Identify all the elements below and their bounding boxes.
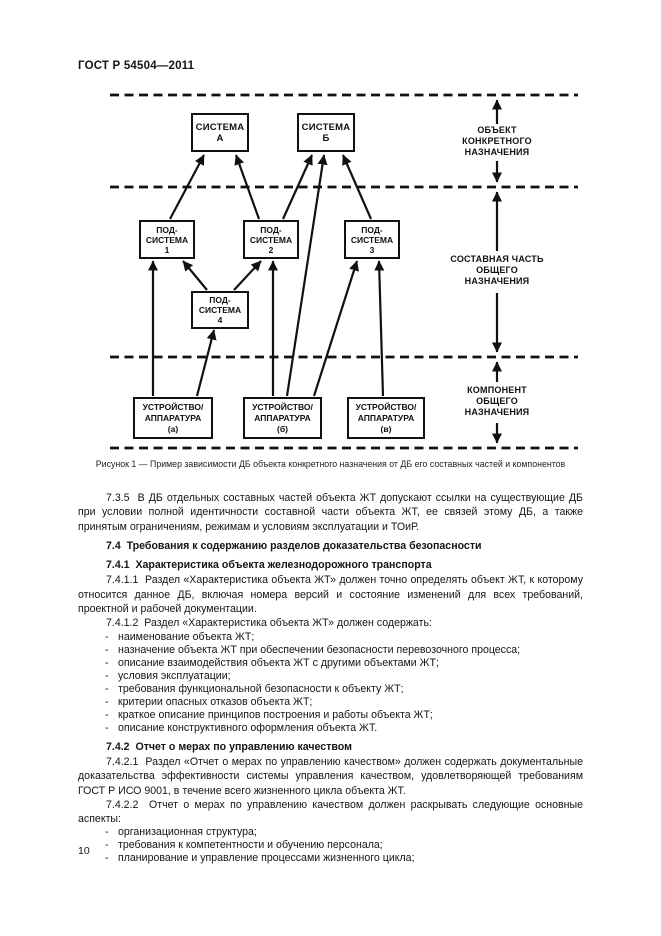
list-item: -наименование объекта ЖТ;	[105, 630, 255, 643]
arrow-pod1-to-sistema-a	[169, 154, 205, 220]
figure-1-diagram: СИСТЕМА А СИСТЕМА Б ПОД- СИСТЕМА 1 ПОД- …	[0, 0, 661, 460]
arrow-pod3-to-sistema-b	[341, 154, 373, 220]
box-podsistema-3: ПОД- СИСТЕМА 3	[344, 220, 400, 259]
heading-7-4-1: 7.4.1 Характеристика объекта железнодоро…	[106, 559, 432, 572]
box-podsistema-2: ПОД- СИСТЕМА 2	[243, 220, 299, 259]
paragraph-7-4-2-2: 7.4.2.2 Отчет о мерах по управлению каче…	[78, 798, 583, 826]
paragraph-7-4-2-1: 7.4.2.1 Раздел «Отчет о мерах по управле…	[78, 755, 583, 797]
dash-marker: -	[105, 839, 109, 852]
list-item: -условия эксплуатации;	[105, 669, 231, 682]
dash-marker: -	[105, 656, 109, 669]
box-ustroystvo-a: УСТРОЙСТВО/ АППАРАТУРА (а)	[133, 397, 213, 439]
box-ustroystvo-v: УСТРОЙСТВО/ АППАРАТУРА (в)	[347, 397, 425, 439]
dash-marker: -	[105, 695, 109, 708]
box-ustroystvo-b: УСТРОЙСТВО/ АППАРАТУРА (б)	[243, 397, 322, 439]
box-podsistema-4: ПОД- СИСТЕМА 4	[191, 291, 249, 329]
page-number: 10	[78, 845, 90, 857]
dash-marker: -	[105, 721, 109, 734]
list-item: -требования функциональной безопасности …	[105, 682, 404, 695]
paragraph-7-4-1-1: 7.4.1.1 Раздел «Характеристика объекта Ж…	[78, 574, 583, 616]
list-item: -назначение объекта ЖТ при обеспечении б…	[105, 643, 521, 656]
list-item: -описание взаимодействия объекта ЖТ с др…	[105, 656, 439, 669]
list-item: -организационная структура;	[105, 826, 257, 839]
box-sistema-a: СИСТЕМА А	[191, 113, 249, 152]
dash-marker: -	[105, 708, 109, 721]
list-item: -критерии опасных отказов объекта ЖТ;	[105, 695, 313, 708]
arrow-pod4-to-pod1	[182, 260, 208, 291]
arrow-dev-b-to-pod3	[312, 260, 359, 397]
page-header: ГОСТ Р 54504—2011	[78, 60, 195, 72]
zone-label-component-part: СОСТАВНАЯ ЧАСТЬ ОБЩЕГО НАЗНАЧЕНИЯ	[450, 254, 544, 286]
figure-caption: Рисунок 1 — Пример зависимости ДБ объект…	[95, 459, 566, 469]
body-text: 7.3.5 В ДБ отдельных составных частей об…	[78, 491, 583, 865]
list-7-4-2-2: -организационная структура; -требования …	[78, 826, 583, 865]
zone-label-component: КОМПОНЕНТ ОБЩЕГО НАЗНАЧЕНИЯ	[464, 385, 530, 417]
list-item: -планирование и управление процессами жи…	[105, 852, 415, 865]
list-7-4-1-2: -наименование объекта ЖТ; -назначение об…	[78, 631, 583, 735]
arrow-pod2-to-sistema-a	[234, 154, 261, 220]
zone-label-object: ОБЪЕКТ КОНКРЕТНОГО НАЗНАЧЕНИЯ	[462, 125, 532, 157]
box-sistema-b: СИСТЕМА Б	[297, 113, 355, 152]
list-item: -описание конструктивного оформления объ…	[105, 721, 378, 734]
arrow-dev-a-to-pod4	[195, 329, 217, 397]
arrow-dev-b-to-sistema-b	[285, 154, 328, 397]
dash-marker: -	[105, 630, 109, 643]
paragraph-7-3-5: 7.3.5 В ДБ отдельных составных частей об…	[78, 492, 583, 533]
dash-marker: -	[105, 669, 109, 682]
arrow-pod4-to-pod2	[233, 260, 262, 291]
arrow-dev-v-to-pod3	[374, 260, 385, 397]
dash-marker: -	[105, 682, 109, 695]
paragraph-7-4-1-2: 7.4.1.2 Раздел «Характеристика объекта Ж…	[106, 617, 432, 630]
box-podsistema-1: ПОД- СИСТЕМА 1	[139, 220, 195, 259]
dash-marker: -	[105, 643, 109, 656]
heading-7-4: 7.4 Требования к содержанию разделов док…	[106, 539, 482, 552]
arrow-pod2-to-sistema-b	[281, 154, 314, 220]
dash-marker: -	[105, 852, 109, 865]
list-item: -требования к компетентности и обучению …	[105, 839, 383, 852]
diagram-lines	[110, 93, 578, 450]
list-item: -краткое описание принципов построения и…	[105, 708, 433, 721]
dash-marker: -	[105, 826, 109, 839]
heading-7-4-2: 7.4.2 Отчет о мерах по управлению качест…	[106, 740, 352, 753]
